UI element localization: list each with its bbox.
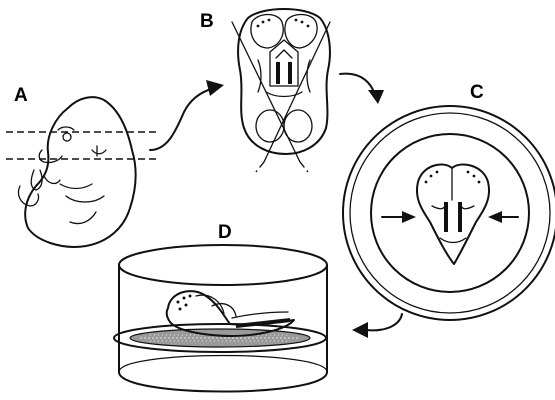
pointer-right-arrow bbox=[488, 211, 502, 223]
panel-c: C bbox=[343, 82, 555, 320]
culture-dish-illustration bbox=[343, 106, 555, 320]
arrow-c-to-d bbox=[352, 314, 402, 338]
panel-c-label: C bbox=[470, 82, 484, 103]
pointer-left-arrow bbox=[402, 211, 416, 223]
panel-d: D bbox=[114, 222, 327, 392]
panel-b-label: B bbox=[200, 11, 214, 32]
head-slice-illustration bbox=[232, 9, 330, 172]
panel-a: A bbox=[6, 85, 156, 247]
panel-b: B bbox=[200, 9, 330, 172]
panel-d-label: D bbox=[218, 222, 232, 243]
arrow-b-to-c bbox=[340, 74, 384, 104]
explant-tissue bbox=[417, 164, 489, 264]
panel-a-label: A bbox=[14, 85, 28, 106]
culture-well-illustration bbox=[114, 245, 327, 392]
embryo-illustration bbox=[6, 97, 156, 247]
arrow-a-to-b bbox=[150, 80, 224, 150]
cut-line-b-2 bbox=[264, 22, 330, 162]
